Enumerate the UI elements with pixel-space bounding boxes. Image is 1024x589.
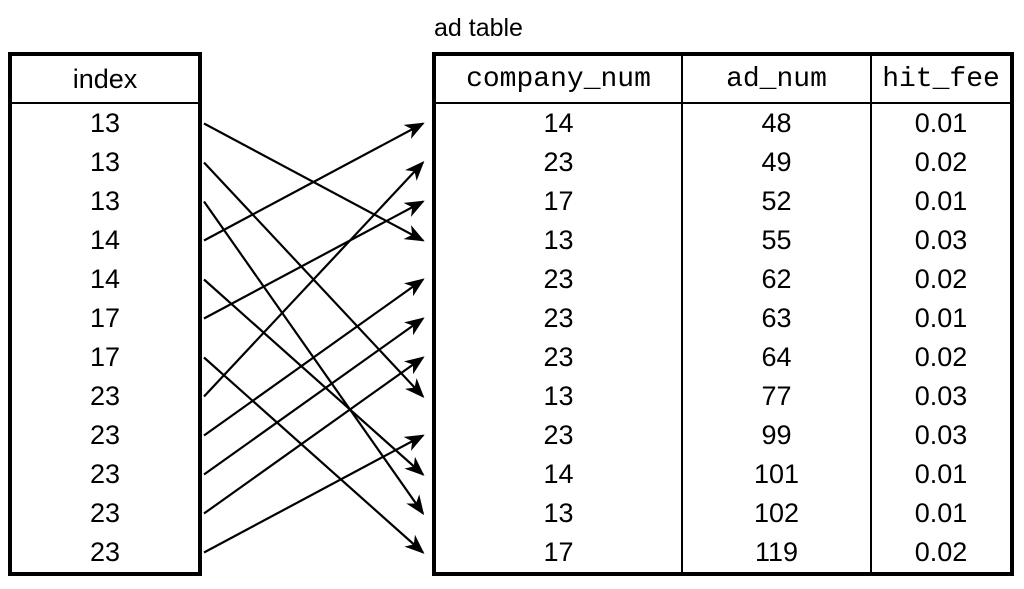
index-entry: 13 bbox=[89, 186, 121, 216]
ad-table-cell: 99 bbox=[761, 420, 792, 450]
ad-table-cell: 0.02 bbox=[914, 147, 968, 177]
index-entry: 17 bbox=[89, 303, 121, 333]
ad-table-cell: 102 bbox=[753, 498, 800, 528]
ad-table-cell: 0.02 bbox=[914, 342, 968, 372]
ad-table-column-ad_num: ad_num 48 49 52 55 62 63 64 77 99 101 102 119 bbox=[683, 56, 872, 572]
ad-table-cell: 0.03 bbox=[914, 381, 968, 411]
ad-table-cell: 0.03 bbox=[914, 420, 968, 450]
ad-table-column-company_num: company_num 14 23 17 13 23 23 23 13 23 14 13 17 bbox=[436, 56, 683, 572]
index-pointer-arrow bbox=[203, 434, 425, 554]
ad-table-cell: 48 bbox=[761, 108, 792, 138]
ad-table-cell: 0.01 bbox=[914, 498, 968, 528]
index-table: index 13 13 13 14 14 17 17 23 23 23 23 23 bbox=[8, 52, 202, 576]
ad-table-cell: 0.02 bbox=[914, 537, 968, 567]
ad-table-cell: 23 bbox=[543, 342, 574, 372]
index-pointer-arrow bbox=[203, 161, 425, 398]
ad-table-cell: 23 bbox=[543, 303, 574, 333]
index-entry: 23 bbox=[89, 537, 121, 567]
index-pointer-arrow bbox=[203, 122, 425, 242]
ad-table-cell: 13 bbox=[543, 381, 574, 411]
column-header-hit_fee: hit_fee bbox=[872, 56, 1010, 104]
ad-table-cell: 0.02 bbox=[914, 264, 968, 294]
index-pointer-arrow bbox=[203, 317, 425, 476]
ad-table-cell: 64 bbox=[761, 342, 792, 372]
ad-table-cell: 14 bbox=[543, 108, 574, 138]
index-pointer-arrow bbox=[203, 200, 425, 320]
index-pointer-arrow bbox=[203, 161, 425, 398]
ad-table-cell: 13 bbox=[543, 225, 574, 255]
index-entry: 14 bbox=[89, 264, 121, 294]
ad-table-column-rows: 48 49 52 55 62 63 64 77 99 101 102 119 bbox=[683, 104, 870, 572]
ad-table-cell: 49 bbox=[761, 147, 792, 177]
ad-table-cell: 23 bbox=[543, 147, 574, 177]
index-entry: 23 bbox=[89, 459, 121, 489]
ad-table-cell: 52 bbox=[761, 186, 792, 216]
ad-table-cell: 0.03 bbox=[914, 225, 968, 255]
ad-table-column-rows: 14 23 17 13 23 23 23 13 23 14 13 17 bbox=[436, 104, 681, 572]
index-pointer-arrow bbox=[203, 200, 425, 516]
index-pointer-arrow bbox=[203, 278, 425, 437]
index-pointer-arrow bbox=[203, 278, 425, 476]
index-pointer-arrow bbox=[203, 356, 425, 515]
ad-table-cell: 23 bbox=[543, 420, 574, 450]
column-header-company_num: company_num bbox=[436, 56, 681, 104]
ad-table-column-rows: 0.01 0.02 0.01 0.03 0.02 0.01 0.02 0.03 0.03 0.01… bbox=[872, 104, 1010, 572]
ad-table-cell: 17 bbox=[543, 537, 574, 567]
ad-table-cell: 23 bbox=[543, 264, 574, 294]
ad-table-cell: 77 bbox=[761, 381, 792, 411]
ad-table-cell: 13 bbox=[543, 498, 574, 528]
index-table-header: index bbox=[12, 56, 198, 104]
ad-table-cell: 17 bbox=[543, 186, 574, 216]
ad-table-cell: 0.01 bbox=[914, 186, 968, 216]
ad-table-cell: 0.01 bbox=[914, 459, 968, 489]
index-entry: 17 bbox=[89, 342, 121, 372]
index-entry: 14 bbox=[89, 225, 121, 255]
ad-table-cell: 119 bbox=[754, 537, 799, 567]
index-entry: 23 bbox=[89, 498, 121, 528]
index-pointer-arrow bbox=[203, 122, 425, 242]
ad-table-cell: 0.01 bbox=[914, 303, 968, 333]
index-table-rows: 13 13 13 14 14 17 17 23 23 23 23 23 bbox=[12, 104, 198, 572]
ad-table-cell: 14 bbox=[543, 459, 574, 489]
ad-table-cell: 101 bbox=[753, 459, 800, 489]
index-entry: 13 bbox=[89, 147, 121, 177]
ad-table: company_num 14 23 17 13 23 23 23 13 23 14 13 17 ad_nu… bbox=[432, 52, 1014, 576]
ad-table-cell: 62 bbox=[761, 264, 792, 294]
index-entry: 13 bbox=[89, 108, 121, 138]
index-pointer-arrow bbox=[203, 356, 425, 554]
index-entry: 23 bbox=[89, 381, 121, 411]
index-entry: 23 bbox=[89, 420, 121, 450]
ad-table-title: ad table bbox=[434, 14, 523, 42]
ad-table-cell: 55 bbox=[761, 225, 792, 255]
column-header-ad_num: ad_num bbox=[683, 56, 870, 104]
ad-table-cell: 63 bbox=[761, 303, 792, 333]
ad-table-cell: 0.01 bbox=[914, 108, 968, 138]
